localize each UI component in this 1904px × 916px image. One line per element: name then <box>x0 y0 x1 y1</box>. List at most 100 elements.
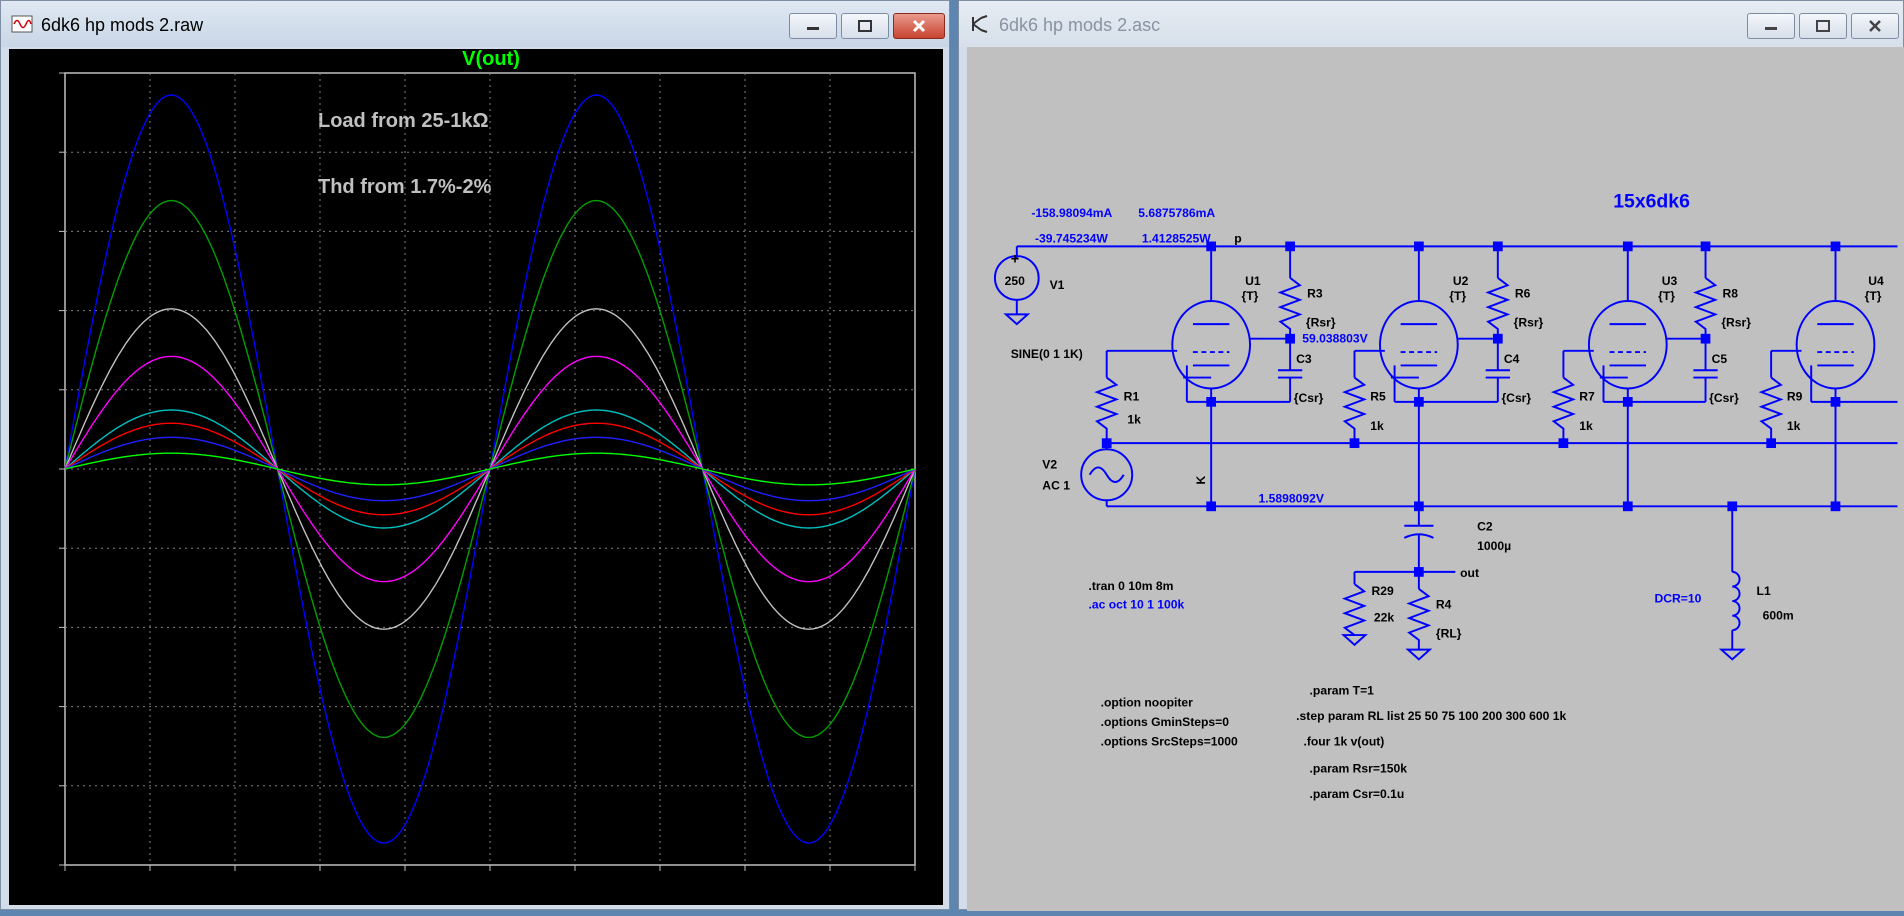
u2-value: {T} <box>1449 289 1466 303</box>
waveform-plot[interactable]: V(out) Load from 25-1kΩ Thd from 1.7%-2%… <box>9 48 943 905</box>
u3-value: {T} <box>1658 289 1675 303</box>
v1-label: V1 <box>1050 278 1065 292</box>
plot-title: V(out) <box>462 49 520 70</box>
x-tick-label: 2.0ms <box>890 877 939 897</box>
x-tick-label: 1.4ms <box>635 877 684 897</box>
waveform-trace <box>64 452 916 486</box>
x-tick-label: 1.8ms <box>805 877 854 897</box>
r4-value: {RL} <box>1436 627 1462 641</box>
u4-label: U4 <box>1868 274 1884 288</box>
y-tick-label: -36V <box>17 777 55 797</box>
directive-param-t[interactable]: .param T=1 <box>1310 684 1375 698</box>
x-tick-label: 1.0ms <box>465 877 514 897</box>
schematic-canvas[interactable]: + <box>967 47 1904 911</box>
maximize-button[interactable] <box>1799 13 1847 39</box>
title-bar[interactable]: 6dk6 hp mods 2.asc <box>959 1 1903 47</box>
schematic-icon <box>969 13 991 35</box>
c2-label: C2 <box>1477 520 1493 534</box>
c5-value: {Csr} <box>1709 391 1739 405</box>
directive-option-noopiter[interactable]: .option noopiter <box>1101 696 1194 710</box>
c3-value: {Csr} <box>1294 391 1324 405</box>
r29-label: R29 <box>1371 584 1393 598</box>
directive-ac[interactable]: .ac oct 10 1 100k <box>1088 597 1184 611</box>
directive-param-rsr[interactable]: .param Rsr=150k <box>1310 761 1408 775</box>
node-label-k: K <box>1194 475 1208 484</box>
y-tick-label: 0V <box>33 460 55 480</box>
r5-label: R5 <box>1370 390 1386 404</box>
c4-value: {Csr} <box>1501 391 1531 405</box>
x-tick-label: 0.2ms <box>125 877 174 897</box>
c3-label: C3 <box>1296 352 1312 366</box>
x-tick-label: 1.2ms <box>550 877 599 897</box>
r3-value: {Rsr} <box>1306 316 1336 330</box>
l1-label: L1 <box>1757 584 1771 598</box>
u1-label: U1 <box>1245 274 1261 288</box>
u2-label: U2 <box>1453 274 1469 288</box>
c2-value: 1000µ <box>1477 539 1511 553</box>
y-tick-label: -27V <box>17 698 55 718</box>
r1-value: 1k <box>1127 413 1141 427</box>
r9-label: R9 <box>1787 390 1803 404</box>
r7-value: 1k <box>1579 419 1593 433</box>
window-title: 6dk6 hp mods 2.raw <box>41 15 204 35</box>
waveform-window[interactable]: 6dk6 hp mods 2.raw V(out) Load from 25-1… <box>0 0 950 910</box>
directive-four[interactable]: .four 1k v(out) <box>1303 735 1384 749</box>
directive-tran[interactable]: .tran 0 10m 8m <box>1088 579 1173 593</box>
l1-value: 600m <box>1763 608 1794 622</box>
minimize-icon <box>1765 27 1777 30</box>
close-button[interactable] <box>893 13 945 39</box>
r29-value: 22k <box>1374 611 1394 625</box>
close-button[interactable] <box>1851 13 1899 39</box>
u1-value: {T} <box>1242 289 1259 303</box>
v2-label: V2 <box>1042 458 1057 472</box>
power-probe-2: 1.4128525W <box>1142 232 1211 246</box>
sine-spec: SINE(0 1 1K) <box>1011 347 1083 361</box>
r4-label: R4 <box>1436 597 1452 611</box>
directive-step[interactable]: .step param RL list 25 50 75 100 200 300… <box>1296 709 1566 723</box>
window-title: 6dk6 hp mods 2.asc <box>999 15 1161 35</box>
x-tick-label: 1.6ms <box>720 877 769 897</box>
voltage-probe-grid: 59.038803V <box>1302 331 1367 345</box>
r3-label: R3 <box>1307 286 1323 300</box>
title-bar[interactable]: 6dk6 hp mods 2.raw <box>1 1 949 47</box>
r8-value: {Rsr} <box>1721 316 1751 330</box>
y-tick-label: -18V <box>17 618 55 638</box>
current-probe-2: 5.6875786mA <box>1138 206 1215 220</box>
waveform-icon <box>11 13 33 35</box>
y-tick-label: 27V <box>23 222 55 242</box>
r7-label: R7 <box>1579 390 1595 404</box>
r1-label: R1 <box>1124 390 1140 404</box>
y-tick-label: 36V <box>23 143 55 163</box>
y-tick-label: 9V <box>33 381 55 401</box>
v1-value: 250 <box>1005 274 1025 288</box>
l1-dcr: DCR=10 <box>1655 591 1702 605</box>
v2-value: AC 1 <box>1042 478 1070 492</box>
voltage-probe-cathode: 1.5898092V <box>1259 492 1324 506</box>
c4-label: C4 <box>1504 352 1520 366</box>
x-tick-label: 0.0ms <box>40 877 89 897</box>
r9-value: 1k <box>1787 419 1801 433</box>
y-tick-label: -45V <box>17 856 55 876</box>
schematic-window[interactable]: 6dk6 hp mods 2.asc + <box>958 0 1904 911</box>
schematic-drawing[interactable]: + <box>967 47 1904 911</box>
directive-srcsteps[interactable]: .options SrcSteps=1000 <box>1101 735 1238 749</box>
plot-pane[interactable]: V(out) Load from 25-1kΩ Thd from 1.7%-2%… <box>9 48 943 905</box>
directive-gminsteps[interactable]: .options GminSteps=0 <box>1101 715 1230 729</box>
node-label-p: p <box>1234 232 1241 246</box>
node-label-out: out <box>1460 566 1479 580</box>
annotation-load: Load from 25-1kΩ <box>318 110 489 132</box>
current-probe-1: -158.98094mA <box>1031 206 1112 220</box>
schematic-title: 15x6dk6 <box>1613 190 1690 212</box>
maximize-button[interactable] <box>841 13 889 39</box>
u3-label: U3 <box>1662 274 1678 288</box>
x-tick-label: 0.4ms <box>210 877 259 897</box>
minimize-button[interactable] <box>789 13 837 39</box>
close-icon <box>1869 20 1881 32</box>
minimize-button[interactable] <box>1747 13 1795 39</box>
directive-param-csr[interactable]: .param Csr=0.1u <box>1310 787 1405 801</box>
minimize-icon <box>807 27 819 30</box>
close-icon <box>912 19 926 33</box>
y-tick-label: 18V <box>23 302 55 322</box>
u4-value: {T} <box>1865 289 1882 303</box>
r6-label: R6 <box>1515 286 1531 300</box>
